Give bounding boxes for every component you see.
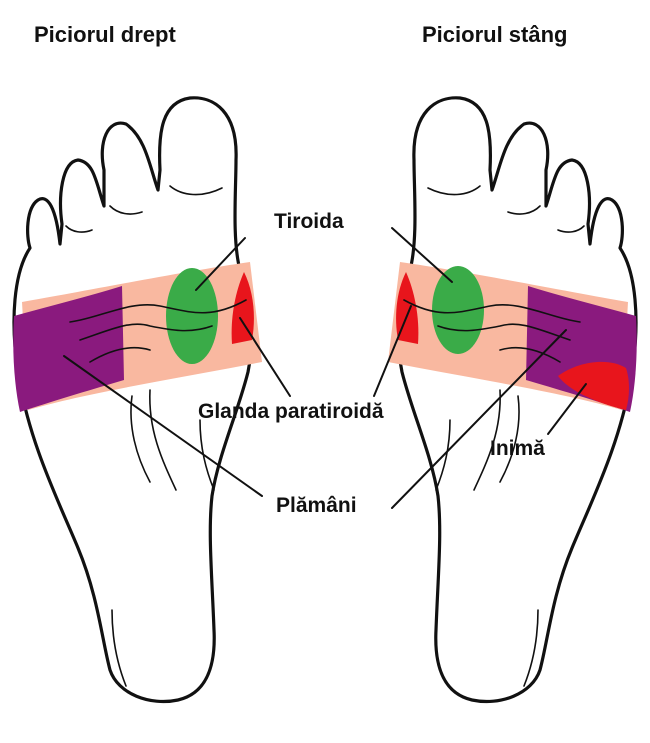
right-crease-a (69, 299, 247, 323)
right-toe-crease-2 (109, 205, 143, 215)
right-toe-crease-1 (169, 185, 223, 196)
left-crease-b (437, 323, 571, 341)
leader-thyroid-left (391, 227, 453, 283)
label-thyroid: Tiroida (274, 210, 344, 233)
label-parathyroid: Glanda paratiroidă (198, 400, 384, 423)
left-crease-f (435, 419, 451, 491)
title-left-foot: Piciorul stâng (422, 22, 567, 47)
leader-parathyroid-left (373, 305, 412, 397)
left-crease-g (523, 609, 539, 687)
right-parathyroid-zone (231, 272, 254, 344)
left-heart-zone (558, 361, 629, 410)
right-crease-d (149, 389, 177, 491)
left-crease-e (499, 395, 520, 483)
leader-parathyroid-right (239, 317, 291, 397)
leader-lungs-right (63, 355, 263, 497)
leader-lungs-left (391, 329, 567, 509)
leader-heart (547, 383, 587, 435)
right-crease-f (199, 419, 215, 491)
title-right-foot: Piciorul drept (34, 22, 176, 47)
leader-thyroid-right (195, 237, 246, 291)
left-crease-a (403, 299, 581, 323)
left-toe-crease-2 (507, 205, 541, 215)
right-crease-e (130, 395, 151, 483)
left-thyroid-zone (432, 266, 484, 354)
left-foot (388, 96, 638, 704)
left-toe-crease-1 (427, 185, 481, 196)
left-crease-d (473, 389, 501, 491)
left-parathyroid-zone (396, 272, 419, 344)
right-crease-c (89, 346, 151, 363)
label-heart: Inimă (490, 437, 545, 460)
right-crease-g (111, 609, 127, 687)
left-crease-c (499, 346, 561, 363)
right-crease-b (79, 323, 213, 341)
right-toe-crease-3 (65, 225, 93, 233)
right-thyroid-zone (166, 268, 218, 364)
left-toe-crease-3 (557, 225, 585, 233)
right-foot (12, 96, 262, 704)
right-lungs-zone (13, 286, 124, 412)
label-lungs: Plămâni (276, 494, 357, 517)
